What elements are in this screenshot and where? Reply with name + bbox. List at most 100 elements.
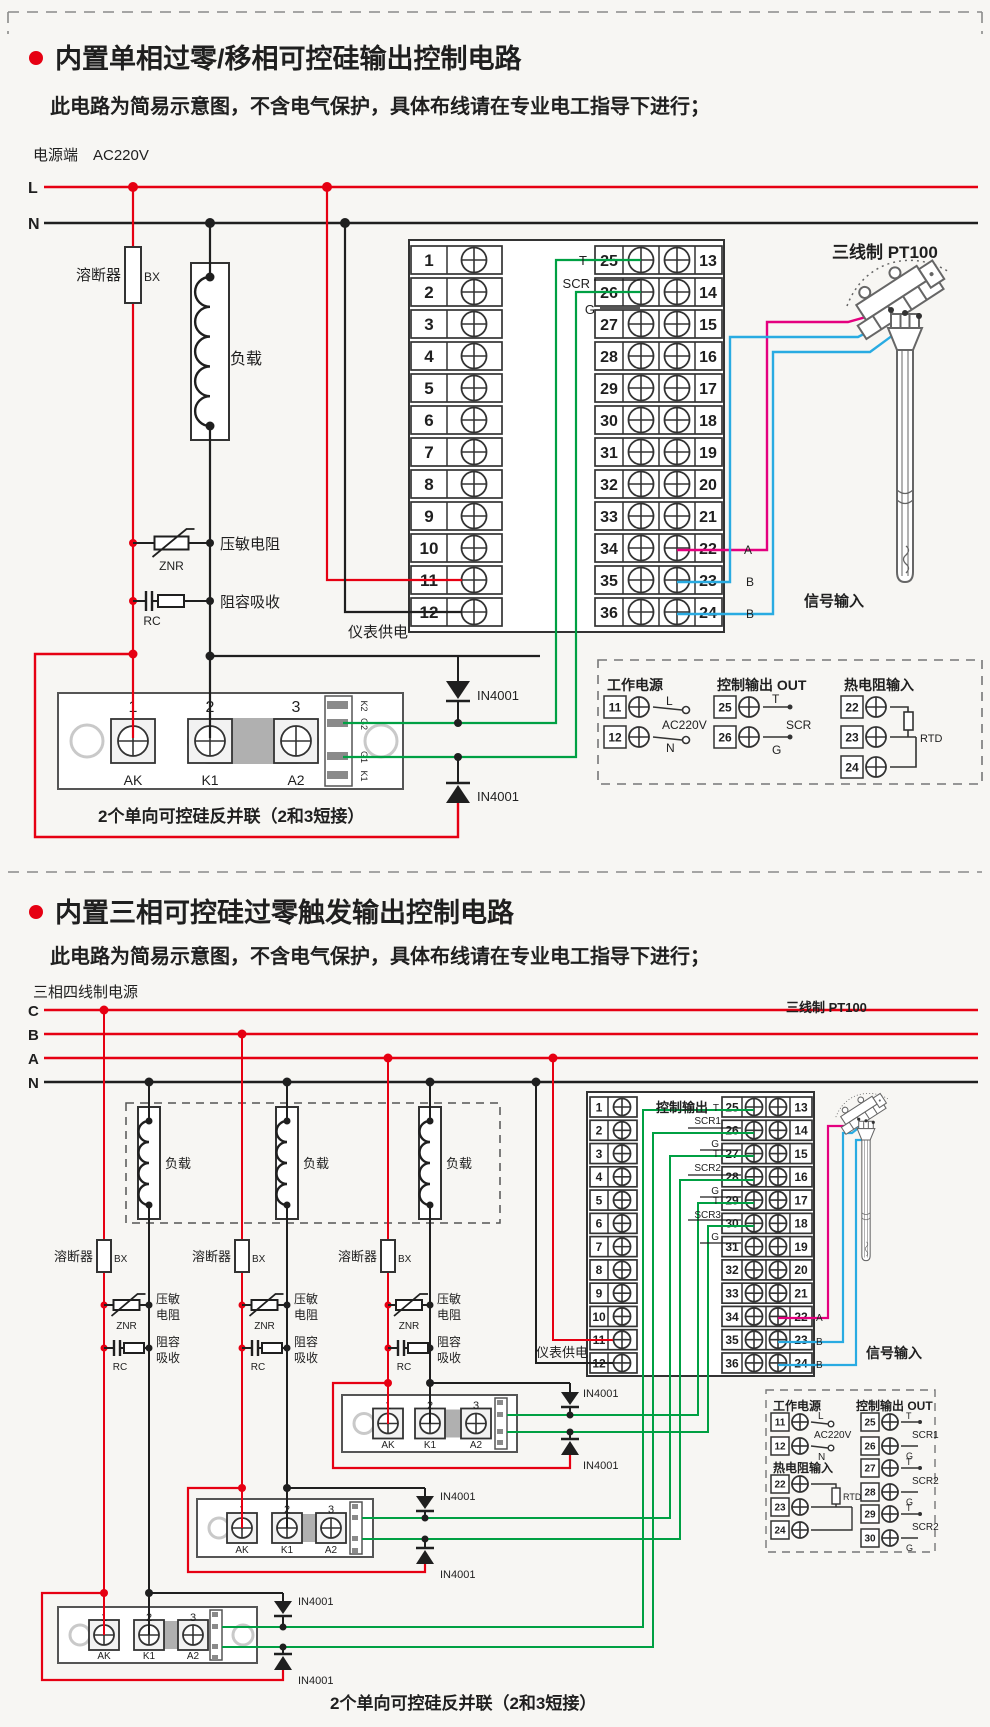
terminal-number: 15	[794, 1147, 808, 1161]
s2-load-3: 负载	[418, 1106, 472, 1220]
fuse-label: 溶断器	[76, 267, 121, 284]
legend-terminal-number: 30	[864, 1534, 876, 1545]
s2-g2: G	[711, 1186, 719, 1197]
terminal-number: 36	[600, 605, 618, 622]
s2-dark-junctions	[144, 1077, 574, 1651]
legend-terminal-number: 28	[864, 1488, 876, 1499]
s2-out-ticks	[688, 1127, 741, 1244]
terminal-number: 28	[600, 349, 618, 366]
terminal-number: 25	[725, 1100, 739, 1114]
legend-terminal-number: 25	[718, 700, 732, 714]
legend-terminal-number: 24	[845, 760, 859, 774]
s2-load-2: 负载	[275, 1106, 329, 1220]
s1-power-label: 电源端 AC220V	[33, 147, 149, 164]
diode-label: IN4001	[440, 1569, 475, 1581]
terminal-number: 35	[725, 1333, 739, 1347]
module-pin-label: K1	[424, 1440, 437, 1451]
module-pin-number: 3	[473, 1400, 479, 1412]
rc-label: 吸收	[156, 1351, 180, 1365]
diode-label: IN4001	[583, 1388, 618, 1400]
legend-terminal-number: 29	[864, 1510, 876, 1521]
terminal-number: 8	[424, 475, 433, 494]
legend-title: 热电阻输入	[773, 1460, 833, 1475]
resistor-icon	[261, 1342, 283, 1354]
module-pin-label: AK	[235, 1545, 249, 1556]
terminal-number: 1	[596, 1100, 603, 1114]
s1-signal-label: 信号输入	[804, 592, 864, 610]
terminal-number: 7	[424, 443, 433, 462]
wires-layer	[33, 182, 978, 1682]
diode-label: IN4001	[298, 1675, 333, 1687]
diode-icon	[446, 785, 470, 803]
terminal-number: 2	[596, 1124, 603, 1138]
legend-G: G	[772, 743, 781, 757]
rc-code: RC	[397, 1362, 411, 1373]
probe-terminal	[871, 1120, 875, 1124]
dashed-frame	[7, 11, 983, 873]
static-texts: 内置单相过零/移相可控硅输出控制电路 此电路为简易示意图，不含电气保护，具体布线…	[28, 43, 938, 1713]
terminal-number: 29	[600, 381, 618, 398]
terminal-number: 16	[699, 349, 717, 366]
s2-meter-neutral-wire	[535, 1082, 613, 1364]
terminal-number: 3	[596, 1147, 603, 1161]
terminal-number: 30	[600, 413, 618, 430]
terminal-number: 26	[725, 1124, 739, 1138]
legend-title: 热电阻输入	[844, 677, 914, 693]
s2-diode-chain-2	[416, 1488, 434, 1564]
terminal-number: 1	[424, 251, 433, 270]
diode-label: IN4001	[440, 1491, 475, 1503]
legend-T: T	[772, 692, 780, 706]
terminal-number: 21	[794, 1286, 808, 1300]
rtd-resistor-icon	[831, 1487, 841, 1505]
diode-icon	[446, 681, 470, 699]
legend-title: 控制输出 OUT	[856, 1398, 933, 1413]
s2-g1: G	[711, 1139, 719, 1150]
probe-terminal	[916, 313, 922, 319]
legend-voltage: AC220V	[662, 718, 707, 732]
legend-terminal-number: 27	[864, 1464, 876, 1475]
s2-t3: T	[713, 1196, 719, 1207]
diode-icon	[416, 1550, 434, 1564]
legend-terminal-number: 23	[774, 1503, 786, 1514]
terminal-number: 19	[794, 1240, 808, 1254]
s1-out-t: T	[579, 253, 587, 268]
terminal-number: 31	[725, 1240, 739, 1254]
load-label: 负载	[303, 1156, 329, 1171]
fuse-label: 溶断器	[192, 1249, 231, 1264]
probe-terminal	[902, 310, 908, 316]
load-label: 负载	[230, 350, 262, 368]
resistor-icon	[407, 1342, 429, 1354]
znr-code: ZNR	[399, 1321, 420, 1332]
terminal-number: 5	[596, 1193, 603, 1207]
fuse-code: BX	[398, 1254, 412, 1265]
terminal-number: 33	[600, 509, 618, 526]
legend-terminal-number: 22	[845, 700, 859, 714]
s2-red-loop-2	[186, 1486, 427, 1574]
module-pin-number: 3	[292, 699, 301, 716]
module-pin-label: K1	[201, 772, 218, 788]
coil-icon	[418, 1119, 431, 1207]
terminal-number: 20	[794, 1263, 808, 1277]
module-pin-label: K1	[143, 1651, 156, 1662]
s2-rtd-wire-b1	[778, 1121, 867, 1344]
fuse-code: BX	[144, 270, 160, 284]
s2-title: 内置三相可控硅过零触发输出控制电路	[55, 897, 515, 928]
legend-SCR-name: SCR1	[912, 1430, 939, 1441]
s1-sig-a: A	[744, 543, 752, 557]
legend-terminal-number: 23	[845, 730, 859, 744]
s2-sig-b2: B	[816, 1360, 823, 1371]
s2-pt100-title: 三线制 PT100	[786, 1000, 867, 1015]
legend-terminal-number: 26	[718, 730, 732, 744]
s2-g3: G	[711, 1232, 719, 1243]
znr-label: 电阻	[294, 1308, 318, 1322]
s1-out-g: G	[585, 302, 595, 317]
rc-label: 阻容	[294, 1334, 318, 1349]
